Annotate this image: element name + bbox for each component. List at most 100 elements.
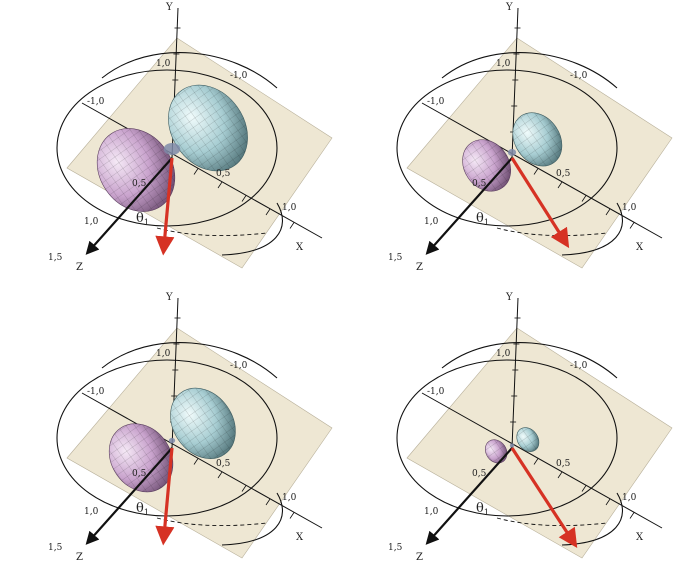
unit-circle-lower-arc	[221, 492, 283, 546]
tick-label-z-15: 1,5	[48, 253, 63, 263]
tick-label-x-neg1: -1,0	[427, 387, 445, 397]
tick-label-x-1: 1,0	[282, 203, 297, 213]
x-axis	[81, 392, 323, 529]
z-axis-label: Z	[76, 552, 83, 563]
x-axis-label: X	[636, 532, 644, 543]
tick-label-z-neg1: -1,0	[230, 361, 248, 371]
y-axis-label: Y	[505, 2, 513, 13]
theta-arc-dashed	[496, 517, 608, 527]
tick-label-z-15: 1,5	[388, 253, 403, 263]
theta-symbol: θ	[136, 211, 144, 226]
lobe-purple-mesh	[485, 439, 508, 463]
tick-label-z-neg1: -1,0	[570, 71, 588, 81]
theta-subscript: 1	[484, 218, 489, 227]
tick-label-z-1: 1,0	[424, 217, 439, 227]
tick-label-x-1: 1,0	[622, 493, 637, 503]
tick-label-z-1: 1,0	[424, 507, 439, 517]
tick-label-z-05: 0,5	[132, 179, 147, 189]
unit-circle-lower-arc	[561, 202, 623, 256]
tick-label-z-05: 0,5	[472, 179, 487, 189]
unit-circle-lower-arc	[221, 202, 283, 256]
x-tick	[629, 512, 635, 519]
tick-label-z-neg1: -1,0	[570, 361, 588, 371]
tick-label-x-05: 0,5	[556, 459, 571, 469]
x-tick	[193, 168, 199, 175]
theta-label: θ1	[136, 211, 149, 227]
lobe-purple-mesh	[97, 128, 175, 212]
tick-label-y-1: 1,0	[156, 59, 171, 69]
theta-subscript: 1	[144, 508, 149, 517]
theta-subscript: 1	[484, 508, 489, 517]
tick-label-x-neg1: -1,0	[427, 97, 445, 107]
unit-circle-lower-arc	[561, 492, 623, 546]
z-axis-arrow	[85, 157, 173, 255]
y-axis	[511, 297, 519, 449]
lobe-cyan-mesh	[170, 388, 236, 459]
tick-label-z-15: 1,5	[388, 543, 403, 553]
lobe-waist	[507, 149, 517, 156]
x-tick	[629, 222, 635, 229]
tick-label-y-1: 1,0	[496, 349, 511, 359]
panel-bottom-right: Y X Z -1,0 -1,0 1,0 0,5 0,5 1,0 1,0 1,5 θ1	[388, 292, 673, 563]
direction-arrow-red	[510, 157, 570, 249]
lobe-waist	[168, 437, 176, 444]
direction-arrow-red	[155, 157, 175, 256]
theta-label: θ1	[476, 501, 489, 517]
unit-circle-horizontal	[396, 359, 618, 517]
x-tick	[557, 471, 563, 479]
x-tick	[533, 168, 539, 175]
tick-label-z-1: 1,0	[84, 507, 99, 517]
tick-label-x-05: 0,5	[216, 459, 231, 469]
z-axis-label: Z	[76, 262, 83, 273]
x-axis-label: X	[296, 532, 304, 543]
unit-circle-upper-arc	[441, 52, 618, 89]
unit-circle-upper-arc	[101, 52, 278, 89]
lobe-waist	[509, 443, 515, 448]
x-axis	[421, 392, 663, 529]
direction-arrow-red	[155, 447, 175, 546]
lobe-cyan-mesh	[168, 85, 248, 171]
x-tick	[289, 222, 295, 229]
tick-label-z-15: 1,5	[48, 543, 63, 553]
direction-arrow-red	[510, 447, 578, 549]
theta-symbol: θ	[136, 501, 144, 516]
x-tick	[217, 181, 223, 189]
tick-label-x-1: 1,0	[622, 203, 637, 213]
lobe-cyan-mesh	[512, 112, 562, 167]
lobe-purple-mesh	[462, 139, 511, 192]
theta-symbol: θ	[476, 211, 484, 226]
tick-label-y-1: 1,0	[156, 349, 171, 359]
x-tick	[533, 458, 539, 465]
panel-top-right: YXZ-1,0-1,01,00,50,51,01,01,5θ1	[388, 2, 673, 273]
x-tick	[265, 208, 271, 216]
x-tick	[241, 485, 247, 492]
z-axis-arrow	[85, 447, 173, 545]
z-axis-label: Z	[416, 552, 423, 563]
y-axis-label: Y	[165, 292, 173, 303]
lobe-cyan-mesh	[516, 427, 539, 452]
tick-label-z-05: 0,5	[472, 469, 487, 479]
tick-label-x-05: 0,5	[216, 169, 231, 179]
x-tick	[557, 181, 563, 189]
z-axis-arrow	[425, 157, 513, 255]
theta-symbol: θ	[476, 501, 484, 516]
z-axis-arrow	[425, 447, 513, 545]
x-tick	[581, 195, 587, 202]
x-axis	[421, 102, 663, 239]
x-tick	[265, 498, 271, 506]
tick-label-x-neg1: -1,0	[87, 387, 105, 397]
projection-plane	[406, 327, 673, 559]
x-axis	[81, 102, 323, 239]
unit-circle-upper-arc	[441, 342, 618, 379]
panel-top-left: YXZ-1,0-1,01,00,50,51,01,01,5θ1	[48, 2, 333, 273]
x-tick	[605, 208, 611, 216]
tick-label-x-neg1: -1,0	[87, 97, 105, 107]
z-axis-label: Z	[416, 262, 423, 273]
unit-circle-upper-arc	[101, 342, 278, 379]
panel-bottom-left: YXZ-1,0-1,01,00,50,51,01,01,5θ1	[48, 292, 333, 563]
theta-label: θ1	[476, 211, 489, 227]
theta-label: θ1	[136, 501, 149, 517]
y-axis-label: Y	[505, 292, 513, 303]
x-axis-label: X	[296, 242, 304, 253]
x-tick	[217, 471, 223, 479]
